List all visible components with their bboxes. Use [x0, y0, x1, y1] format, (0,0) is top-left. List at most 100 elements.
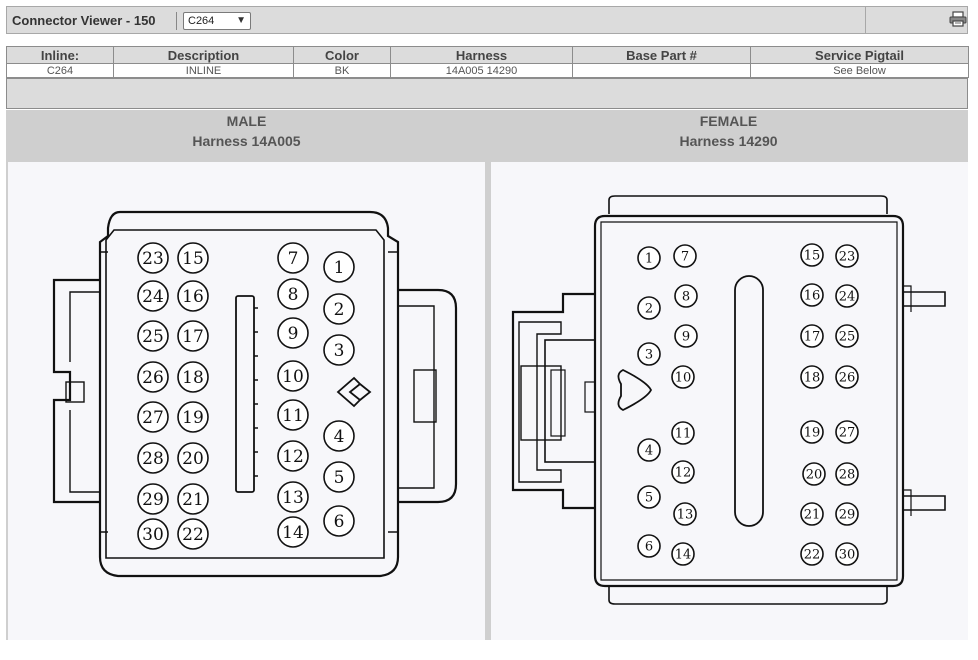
female-pin-14: [671, 542, 695, 566]
column-header-color: Color: [293, 46, 391, 64]
male-pin-label-30: 30: [142, 525, 164, 545]
male-pin-24: [137, 280, 169, 312]
female-pin-label-30: 30: [839, 548, 856, 563]
cell-base-part: [572, 63, 751, 78]
male-pin-label-24: 24: [142, 287, 164, 307]
connector-select-value: C264: [188, 15, 215, 27]
female-pin-2: [637, 296, 661, 320]
column-header-service-pigtail: Service Pigtail: [750, 46, 969, 64]
female-pin-18: [800, 365, 824, 389]
male-pin-28: [137, 442, 169, 474]
male-pin-label-28: 28: [142, 449, 164, 469]
male-pin-label-20: 20: [182, 449, 204, 469]
female-pin-24: [835, 284, 859, 308]
toolbar-divider-right: [865, 7, 866, 33]
male-pin-label-22: 22: [182, 525, 204, 545]
column-header-harness: Harness: [390, 46, 573, 64]
male-pin-19: [177, 401, 209, 433]
female-pin-19: [800, 420, 824, 444]
female-pin-5: [637, 485, 661, 509]
printer-icon[interactable]: [949, 11, 967, 32]
female-pin-11: [671, 421, 695, 445]
female-pin-7: [673, 244, 697, 268]
cell-service-pigtail[interactable]: See Below: [750, 63, 969, 78]
chevron-down-icon: ▼: [236, 15, 246, 26]
male-pin-label-12: 12: [282, 447, 304, 467]
male-pin-6: [323, 505, 355, 537]
male-pin-label-18: 18: [182, 368, 204, 388]
male-header: MALE Harness 14A005: [6, 111, 487, 151]
male-pin-label-29: 29: [142, 490, 164, 510]
female-header: FEMALE Harness 14290: [489, 111, 968, 151]
female-housing: [511, 195, 946, 605]
female-pin-16: [800, 283, 824, 307]
male-pin-20: [177, 442, 209, 474]
male-pin-16: [177, 280, 209, 312]
female-pin-label-27: 27: [839, 426, 856, 441]
male-pin-15: [177, 242, 209, 274]
male-pin-label-27: 27: [142, 408, 164, 428]
male-pin-label-21: 21: [182, 490, 204, 510]
female-pin-17: [800, 324, 824, 348]
male-pin-label-1: 1: [334, 258, 345, 278]
male-pin-label-8: 8: [288, 285, 299, 305]
male-pin-17: [177, 320, 209, 352]
female-pin-label-22: 22: [804, 548, 821, 563]
female-pin-12: [671, 460, 695, 484]
female-pin-label-24: 24: [839, 290, 856, 305]
male-pin-1: [323, 251, 355, 283]
male-pin-26: [137, 361, 169, 393]
female-pin-8: [674, 284, 698, 308]
male-pin-2: [323, 293, 355, 325]
male-pin-5: [323, 461, 355, 493]
male-pin-22: [177, 518, 209, 550]
female-pin-4: [637, 438, 661, 462]
male-pin-11: [277, 399, 309, 431]
female-pin-22: [800, 542, 824, 566]
table-header-row: Inline: Description Color Harness Base P…: [6, 46, 969, 64]
female-pin-label-20: 20: [806, 468, 823, 483]
female-pin-label-5: 5: [645, 491, 653, 506]
toolbar-divider: [176, 12, 177, 30]
female-pin-label-19: 19: [804, 426, 821, 441]
male-harness: Harness 14A005: [192, 133, 301, 149]
female-pin-label-2: 2: [645, 302, 653, 317]
connector-select[interactable]: C264 ▼: [183, 12, 251, 30]
male-pin-label-6: 6: [334, 512, 345, 532]
female-pin-label-9: 9: [682, 330, 690, 345]
female-pin-27: [835, 420, 859, 444]
cell-inline: C264: [6, 63, 114, 78]
male-pin-25: [137, 320, 169, 352]
male-pin-label-11: 11: [282, 406, 304, 426]
male-pin-label-23: 23: [142, 249, 164, 269]
female-pin-15: [800, 243, 824, 267]
male-pin-12: [277, 440, 309, 472]
female-pin-29: [835, 502, 859, 526]
column-header-description: Description: [113, 46, 294, 64]
female-pin-label-7: 7: [681, 250, 689, 265]
page-title: Connector Viewer - 150: [12, 13, 156, 28]
male-pin-label-17: 17: [182, 327, 204, 347]
female-harness: Harness 14290: [679, 133, 778, 149]
male-pin-10: [277, 360, 309, 392]
male-pin-23: [137, 242, 169, 274]
female-pin-label-23: 23: [839, 250, 856, 265]
male-pin-label-16: 16: [182, 287, 204, 307]
cell-color: BK: [293, 63, 391, 78]
female-pin-label-17: 17: [804, 330, 821, 345]
female-pin-28: [835, 462, 859, 486]
female-pin-20: [802, 462, 826, 486]
female-pin-label-10: 10: [675, 371, 692, 386]
female-pin-label-25: 25: [839, 330, 856, 345]
male-pin-30: [137, 518, 169, 550]
male-pin-label-7: 7: [288, 249, 299, 269]
female-pin-30: [835, 542, 859, 566]
male-housing: [52, 210, 458, 578]
female-pin-label-3: 3: [645, 348, 653, 363]
female-pin-label-12: 12: [675, 466, 692, 481]
male-pin-label-9: 9: [288, 324, 299, 344]
female-pin-6: [637, 534, 661, 558]
cell-description: INLINE: [113, 63, 294, 78]
female-pin-label-4: 4: [645, 444, 653, 459]
